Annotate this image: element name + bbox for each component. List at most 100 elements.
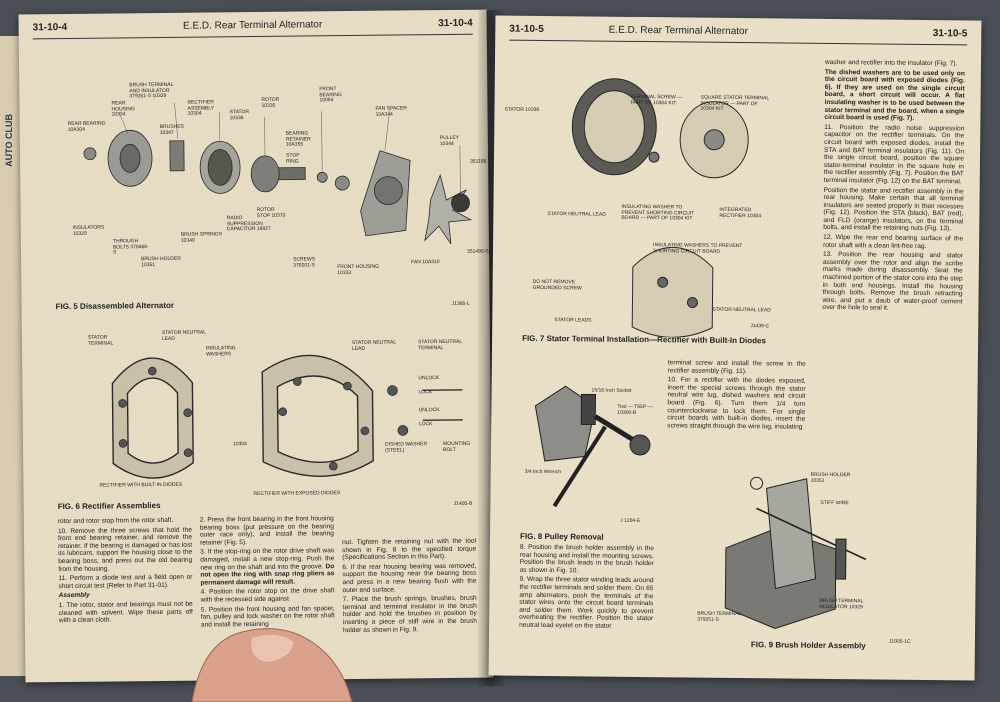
label-stator-neutral-terminal: STATOR NEUTRAL TERMINAL xyxy=(418,340,466,352)
label-do-not-remove: DO NOT REMOVE GROUNDED SCREW xyxy=(533,280,589,292)
para: nut. Tighten the retaining nut with the … xyxy=(342,538,476,562)
right-col-a-bottom: 8. Position the brush holder assembly in… xyxy=(519,544,654,633)
label-fan-spacer: FAN SPACER 10A344 xyxy=(376,106,416,117)
label-part-10304: 10304 xyxy=(233,442,247,448)
fig9-caption: FIG. 9 Brush Holder Assembly xyxy=(751,640,866,650)
para: 7. Place the brush springs, brushes, bru… xyxy=(343,595,477,634)
para: 13. Position the rear housing and stator… xyxy=(822,251,963,313)
label-unlock-2: UNLOCK xyxy=(419,408,440,414)
fig8-caption: FIG. 8 Pulley Removal xyxy=(520,532,604,542)
label-stator: STATOR 10336 xyxy=(504,108,546,114)
edge-label: AUTO CLUB xyxy=(4,114,14,167)
label-stator-terminal: STATOR TERMINAL xyxy=(88,335,118,346)
para: 2. Press the front bearing in the front … xyxy=(200,515,334,547)
para: rotor and rotor stop from the rotor shaf… xyxy=(58,517,192,526)
label-insulating-washers: INSULATING WASHERS xyxy=(206,346,246,357)
left-col-3: nut. Tighten the retaining nut with the … xyxy=(342,538,477,637)
label-rear-housing: REAR HOUSING 10334 xyxy=(111,101,145,118)
label-brush-terminal-insulator: BRUSH TERMINAL INSULATOR 10329 xyxy=(819,599,867,611)
fig6-caption: FIG. 6 Rectifier Assemblies xyxy=(58,501,161,511)
para: Position the stator and rectifier assemb… xyxy=(823,186,963,233)
label-tool: Tool — T65P — 10300-B xyxy=(617,405,663,416)
label-stator-neutral-lead-2: STATOR NEUTRAL LEAD xyxy=(352,341,396,352)
label-built-in: RECTIFIER WITH BUILT-IN DIODES xyxy=(99,483,182,489)
label-stop-ring: STOP RING xyxy=(286,153,312,164)
para-text: 3. If the stop-ring on the rotor drive s… xyxy=(200,548,334,572)
label-lock: LOCK xyxy=(418,390,432,396)
right-col-a-top: terminal screw and install the screw in … xyxy=(667,359,806,433)
label-bearing-retainer: BEARING RETAINER 10A355 xyxy=(286,131,320,148)
thumb xyxy=(182,612,362,702)
label-insulators: INSULATORS 10329 xyxy=(73,226,109,237)
label-insulating-washers: INSULATING WASHERS TO PREVENT SHORTING C… xyxy=(653,243,753,255)
label-unlock: UNLOCK xyxy=(418,376,439,382)
label-stator-neutral-lead: STATOR NEUTRAL LEAD xyxy=(162,331,206,342)
para: 11. Perform a diode test and a field ope… xyxy=(58,574,192,591)
label-brush-holder: BRUSH HOLDER 10351 xyxy=(811,473,861,485)
label-stator-neutral-lead-2: STATOR NEUTRAL LEAD xyxy=(712,308,782,314)
para: 4. Position the rotor stop on the drive … xyxy=(201,588,335,605)
fig6-illustration xyxy=(92,340,474,494)
label-terminal-screw: TERMINAL SCREW — PART OF 10304 KIT xyxy=(631,95,691,107)
label-brushes: BRUSHES 10347 xyxy=(160,125,190,136)
para: 8. Position the brush holder assembly in… xyxy=(520,544,654,576)
right-col-b: washer and rectifier into the insulator … xyxy=(822,59,965,315)
fig5-code: J1366-L xyxy=(452,302,470,308)
note-para: The dished washers are to be used only o… xyxy=(824,69,965,124)
label-brush-terminal: BRUSH TERMINAL 379251-S xyxy=(697,612,747,624)
para: 10. For a rectifier with the diodes expo… xyxy=(667,376,806,431)
label-front-housing: FRONT HOUSING 10333 xyxy=(337,265,391,277)
label-rectifier-assembly: RECTIFIER ASSEMBLY 10304 xyxy=(187,100,223,117)
left-page-header: 31-10-4 E.E.D. Rear Terminal Alternator … xyxy=(33,16,473,40)
page-title: E.E.D. Rear Terminal Alternator xyxy=(509,24,847,39)
label-screws: SCREWS 379201-S xyxy=(293,257,323,268)
label-dished-washer: DISHED WASHER (STEEL) xyxy=(385,442,431,453)
label-integrated-rectifier: INTEGRATED RECTIFIER 10304 xyxy=(719,208,769,220)
label-stator-leads: STATOR LEADS xyxy=(554,318,591,324)
label-exposed: RECTIFIER WITH EXPOSED DIODES xyxy=(254,491,341,497)
label-pulley: PULLEY 10344 xyxy=(440,136,468,147)
page-number-right: 31-10-4 xyxy=(438,18,473,29)
para: 1. The rotor, stator and bearings must n… xyxy=(59,601,193,625)
para: 12. Wipe the rear end bearing surface of… xyxy=(823,234,963,251)
fig8-code: J 1204-E xyxy=(620,519,640,525)
page-number-right: 31-10-5 xyxy=(933,28,968,39)
label-lock-2: LOCK xyxy=(419,422,433,428)
page-title: E.E.D. Rear Terminal Alternator xyxy=(33,18,473,34)
para: 10. Remove the three screws that hold th… xyxy=(58,526,192,573)
label-front-bearing: FRONT BEARING 10094 xyxy=(319,87,353,104)
label-brush-terminal: BRUSH TERMINAL AND INSULATOR 379251-S 10… xyxy=(129,83,175,100)
label-brush-holder: BRUSH HOLDER 10351 xyxy=(141,257,185,268)
label-stator-neutral-lead: STATOR NEUTRAL LEAD xyxy=(547,212,617,218)
para: 3. If the stop-ring on the rotor drive s… xyxy=(200,548,334,587)
right-page-header: 31-10-5 E.E.D. Rear Terminal Alternator … xyxy=(509,22,967,46)
right-page: 31-10-5 E.E.D. Rear Terminal Alternator … xyxy=(489,15,982,680)
section-heading: Assembly xyxy=(59,591,193,600)
label-rear-bearing: REAR BEARING 10A304 xyxy=(68,122,110,133)
label-square-insulator: SQUARE STATOR TERMINAL INSULATOR — PART … xyxy=(700,96,770,113)
para: 6. If the rear housing bearing was remov… xyxy=(342,562,476,594)
left-page: 31-10-4 E.E.D. Rear Terminal Alternator … xyxy=(19,10,494,683)
left-col-1: rotor and rotor stop from the rotor shaf… xyxy=(58,517,193,627)
fig7-code: J1439-C xyxy=(750,324,769,330)
label-insulating-washer: INSULATING WASHER TO PREVENT SHORTING CI… xyxy=(621,205,697,222)
label-socket: 15/16 Inch Socket xyxy=(592,389,646,395)
label-wrench: 3/4 Inch Wrench xyxy=(525,470,575,476)
fig5-caption: FIG. 5 Disassembled Alternator xyxy=(56,301,174,311)
para: terminal screw and install the screw in … xyxy=(668,359,806,376)
label-stator: STATOR 10336 xyxy=(230,110,258,121)
label-fan: FAN 10A310 xyxy=(411,260,441,266)
fig6-code: J1405-B xyxy=(454,502,473,508)
label-rotor-stop: ROTOR STOP 10370 xyxy=(257,208,287,219)
fig7-illustration xyxy=(552,66,815,339)
para: 9. Wrap the three stator winding leads a… xyxy=(519,576,654,631)
para: washer and rectifier into the insulator … xyxy=(825,59,965,68)
para: 11. Position the radio noise suppression… xyxy=(824,124,965,186)
label-stiff-wire: STIFF WIRE xyxy=(820,501,848,507)
label-through-bolts: THROUGH BOLTS 378466-S xyxy=(113,239,149,256)
fig7-caption: FIG. 7 Stator Terminal Installation—Rect… xyxy=(522,334,822,346)
fig9-code: J1005-1C xyxy=(889,640,911,646)
label-brush-springs: BRUSH SPRINGS 10349 xyxy=(181,232,225,243)
label-rotor: ROTOR 10335 xyxy=(261,98,289,109)
